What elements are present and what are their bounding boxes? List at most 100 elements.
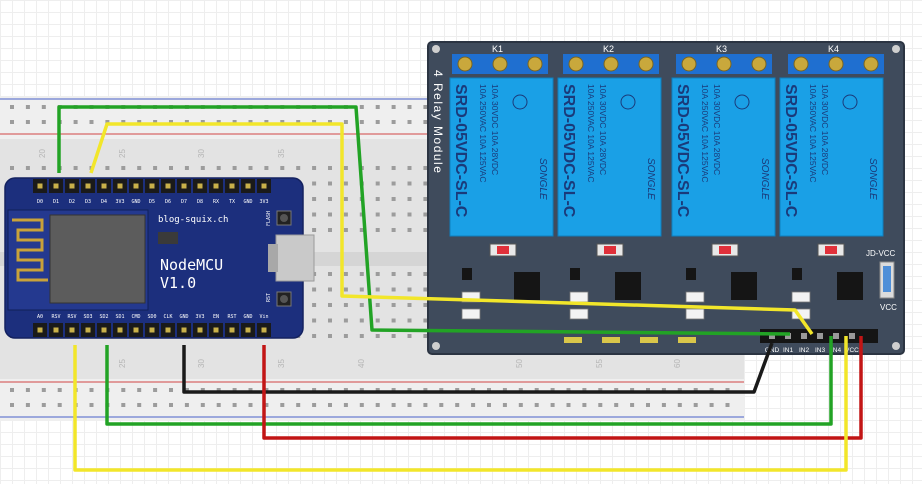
header-pin[interactable] (817, 333, 823, 339)
header-pin[interactable] (261, 183, 267, 189)
header-pin[interactable] (801, 333, 807, 339)
header-pin[interactable] (117, 183, 123, 189)
breadboard-hole (359, 334, 364, 338)
breadboard-hole (407, 166, 412, 170)
breadboard-hole (534, 388, 539, 392)
breadboard-hole (423, 166, 428, 170)
header-pin[interactable] (69, 183, 75, 189)
header-pin[interactable] (165, 327, 171, 333)
optocoupler (615, 272, 641, 300)
breadboard-hole (343, 287, 348, 292)
header-pin[interactable] (213, 183, 219, 189)
breadboard-hole (407, 388, 412, 392)
header-pin[interactable] (37, 183, 43, 189)
certification-icon (734, 94, 750, 110)
jumper-cap (883, 266, 891, 292)
breadboard-hole (232, 403, 237, 407)
header-pin[interactable] (133, 327, 139, 333)
header-pin-label: IN4 (831, 347, 842, 354)
header-pin[interactable] (37, 327, 43, 333)
header-pin[interactable] (229, 327, 235, 333)
column-number: 55 (595, 359, 604, 368)
breadboard-hole (423, 334, 428, 338)
wire-yellow-d3-in2 (89, 122, 814, 336)
breadboard-hole (184, 388, 189, 392)
breadboard-hole (598, 403, 603, 407)
rst-label: RST (266, 293, 272, 302)
header-pin[interactable] (229, 183, 235, 189)
breadboard-hole (614, 388, 619, 392)
breadboard-hole (423, 287, 428, 292)
wire-red-vcc (262, 336, 863, 440)
breadboard-hole (296, 120, 301, 124)
breadboard-hole (359, 287, 364, 292)
header-pin[interactable] (849, 333, 855, 339)
relay-brand: SONGLE (645, 158, 656, 200)
resistor (791, 291, 811, 303)
breadboard-hole (248, 403, 253, 407)
header-pin[interactable] (53, 183, 59, 189)
breadboard-hole (391, 272, 396, 276)
pin-label: D8 (197, 199, 203, 205)
column-number: 50 (515, 359, 524, 368)
header-pin[interactable] (69, 327, 75, 333)
breadboard-hole (184, 120, 189, 124)
breadboard-hole (169, 166, 173, 170)
header-pin-label: IN1 (783, 347, 794, 354)
breadboard-hole (328, 228, 332, 232)
resistor (461, 308, 481, 320)
header-pin[interactable] (245, 327, 251, 333)
header-pin[interactable] (181, 327, 187, 333)
header-pin[interactable] (149, 183, 155, 189)
header-pin[interactable] (85, 327, 91, 333)
breadboard-hole (121, 388, 126, 392)
breadboard-hole (582, 403, 587, 407)
transistor (686, 268, 696, 280)
wire-yellow-bottom (73, 336, 848, 472)
breadboard-hole (471, 388, 476, 392)
breadboard-hole (216, 120, 221, 124)
breadboard-hole (153, 120, 158, 124)
relay-brand: SONGLE (759, 158, 770, 200)
pin-label: SD2 (99, 314, 108, 320)
breadboard-hole (184, 166, 189, 170)
relay-components (461, 243, 863, 343)
header-pin[interactable] (785, 333, 791, 339)
header-pin[interactable] (245, 183, 251, 189)
header-pin[interactable] (53, 327, 59, 333)
header-pin[interactable] (101, 327, 107, 333)
header-pin[interactable] (769, 333, 775, 339)
breadboard-hole (137, 166, 142, 170)
breadboard-hole (359, 388, 364, 392)
breadboard-hole (391, 120, 396, 124)
breadboard-hole (328, 197, 332, 201)
header-pin[interactable] (149, 327, 155, 333)
header-pin[interactable] (833, 333, 839, 339)
relay-spec: 10A 30VDC 10A 28VDC (490, 84, 500, 175)
breadboard-hole (423, 181, 428, 186)
header-pin[interactable] (117, 327, 123, 333)
breadboard-hole (121, 120, 126, 124)
header-pin[interactable] (197, 183, 203, 189)
breadboard-hole (598, 388, 603, 392)
header-pin[interactable] (213, 327, 219, 333)
flash-label: FLASH (266, 211, 272, 226)
header-pin[interactable] (85, 183, 91, 189)
header-pin[interactable] (261, 327, 267, 333)
breadboard-hole (630, 388, 635, 392)
header-pin[interactable] (197, 327, 203, 333)
optocoupler (837, 272, 863, 300)
breadboard-hole (169, 120, 173, 124)
screw-icon (828, 56, 844, 72)
header-pin[interactable] (165, 183, 171, 189)
breadboard-hole (661, 388, 666, 392)
pin-label: GND (243, 199, 252, 205)
screw-icon (457, 56, 473, 72)
breadboard-hole (359, 303, 364, 307)
header-pin[interactable] (133, 183, 139, 189)
header-pin[interactable] (101, 183, 107, 189)
header-pin[interactable] (181, 183, 187, 189)
vcc-label: VCC (880, 303, 897, 312)
breadboard-hole (646, 403, 650, 407)
diode (640, 337, 658, 343)
